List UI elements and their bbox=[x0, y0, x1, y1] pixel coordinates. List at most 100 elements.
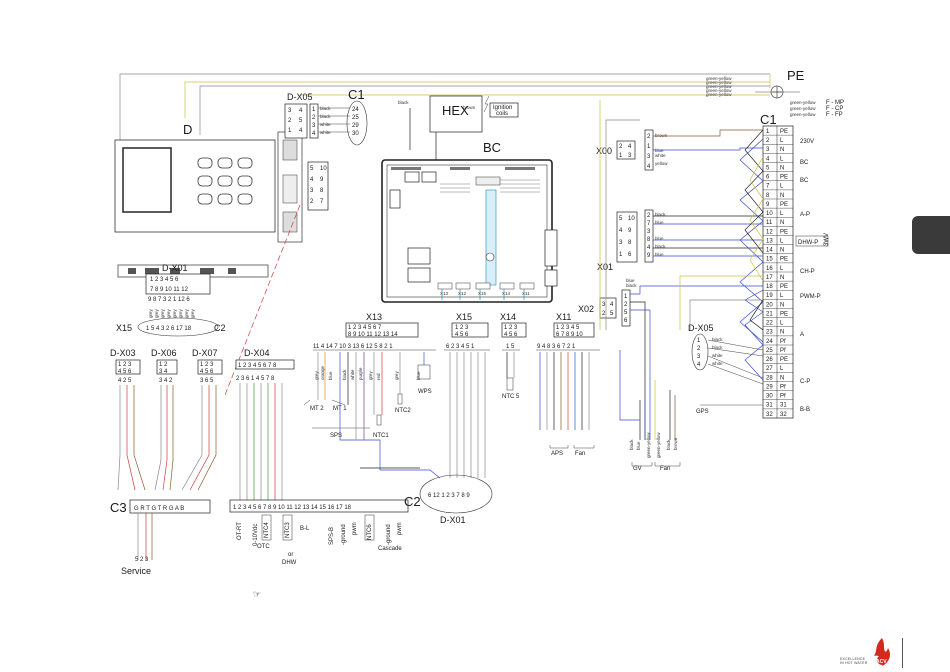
c1-pin-function: L bbox=[780, 211, 784, 217]
svg-text:CH-P: CH-P bbox=[800, 269, 815, 275]
svg-text:F - CP: F - CP bbox=[826, 106, 843, 112]
c1-pin-function: Pf bbox=[780, 384, 786, 390]
c1-pin-number: 21 bbox=[766, 311, 773, 317]
svg-text:NTC1: NTC1 bbox=[373, 433, 389, 439]
svg-text:SPS: SPS bbox=[330, 433, 342, 439]
svg-text:3: 3 bbox=[647, 229, 651, 235]
svg-text:NTC2: NTC2 bbox=[395, 408, 411, 414]
svg-text:brown: brown bbox=[655, 133, 668, 138]
svg-text:C-P: C-P bbox=[800, 379, 810, 385]
svg-text:A: A bbox=[800, 332, 804, 338]
svg-text:7: 7 bbox=[320, 199, 324, 205]
svg-text:NTC 5: NTC 5 bbox=[502, 394, 520, 400]
svg-text:4: 4 bbox=[628, 144, 632, 150]
svg-text:3: 3 bbox=[628, 153, 632, 159]
svg-text:4: 4 bbox=[299, 108, 303, 114]
svg-text:F - FP: F - FP bbox=[826, 112, 843, 118]
svg-text:5: 5 bbox=[299, 118, 303, 124]
connector-x14: X14 1 2 34 5 6 1 5 NTC 5 bbox=[500, 312, 527, 400]
svg-text:Fan: Fan bbox=[660, 466, 670, 472]
svg-text:Service: Service bbox=[121, 566, 151, 576]
svg-text:grey: grey bbox=[184, 308, 189, 318]
svg-text:SPS-B: SPS-B bbox=[329, 527, 335, 545]
svg-text:APS: APS bbox=[551, 451, 563, 457]
c1-pin-number: 26 bbox=[766, 357, 773, 363]
c1-pin-function: N bbox=[780, 193, 784, 199]
svg-text:grey: grey bbox=[314, 370, 319, 380]
svg-text:grey: grey bbox=[394, 370, 399, 380]
connector-dx06: D-X06 1 23 4 3 4 2 bbox=[151, 348, 178, 491]
svg-text:5: 5 bbox=[310, 166, 314, 172]
svg-text:grey: grey bbox=[148, 308, 153, 318]
svg-text:1 2 3 4 5 6 7 8 9 10 11 12 13: 1 2 3 4 5 6 7 8 9 10 11 12 13 14 15 16 1… bbox=[233, 505, 352, 511]
svg-text:GPS: GPS bbox=[696, 409, 709, 415]
svg-text:A-P: A-P bbox=[800, 212, 810, 218]
svg-text:X12: X12 bbox=[458, 291, 467, 296]
svg-text:3: 3 bbox=[288, 108, 292, 114]
svg-text:2: 2 bbox=[312, 115, 316, 121]
c1-pin-number: 7 bbox=[766, 184, 770, 190]
svg-text:X02: X02 bbox=[578, 304, 594, 314]
svg-text:black: black bbox=[320, 114, 331, 119]
svg-text:D: D bbox=[183, 122, 192, 137]
svg-text:white: white bbox=[712, 353, 723, 358]
svg-text:4: 4 bbox=[697, 362, 701, 368]
c1-pin-number: 28 bbox=[766, 375, 773, 381]
hand-icon: ☞ bbox=[253, 589, 261, 599]
svg-text:1 5 4 3 2 6 17 18: 1 5 4 3 2 6 17 18 bbox=[146, 326, 192, 332]
c1-pin-function: Pf bbox=[780, 348, 786, 354]
c1-pin-function: L bbox=[780, 138, 784, 144]
svg-text:230V: 230V bbox=[800, 139, 814, 145]
c1-pin-function: L bbox=[780, 366, 784, 372]
svg-text:brown: brown bbox=[673, 437, 678, 450]
side-tab bbox=[912, 216, 950, 254]
svg-text:BC: BC bbox=[800, 178, 809, 184]
c1-cross-wires bbox=[739, 129, 764, 381]
c1-pin-number: 27 bbox=[766, 366, 773, 372]
svg-text:2: 2 bbox=[647, 134, 651, 140]
svg-text:9: 9 bbox=[628, 228, 632, 234]
c1-pin-number: 13 bbox=[766, 238, 773, 244]
svg-text:3 6 5: 3 6 5 bbox=[200, 378, 214, 384]
svg-text:D-X05: D-X05 bbox=[688, 323, 714, 333]
c1-pin-function: N bbox=[780, 165, 784, 171]
c1-pin-number: 22 bbox=[766, 321, 773, 327]
c1-pin-function: N bbox=[780, 302, 784, 308]
svg-text:C1: C1 bbox=[760, 112, 777, 127]
svg-text:brown: brown bbox=[463, 105, 476, 110]
svg-text:2: 2 bbox=[624, 302, 628, 308]
c1-pin-number: 4 bbox=[766, 156, 770, 162]
svg-text:4: 4 bbox=[312, 131, 316, 137]
svg-text:2: 2 bbox=[619, 144, 623, 150]
svg-text:Cascade: Cascade bbox=[378, 546, 402, 552]
svg-text:-ground: -ground bbox=[386, 524, 392, 545]
svg-text:X01: X01 bbox=[597, 262, 613, 272]
svg-text:1: 1 bbox=[312, 107, 316, 113]
svg-text:4: 4 bbox=[647, 245, 651, 251]
c1-pin-function: PE bbox=[780, 229, 788, 235]
svg-text:green-yellow: green-yellow bbox=[790, 112, 816, 117]
c1-pin-number: 17 bbox=[766, 275, 773, 281]
svg-text:7 8 9 10 11 12: 7 8 9 10 11 12 bbox=[150, 287, 189, 293]
svg-text:6 2 3 4 5 1: 6 2 3 4 5 1 bbox=[446, 344, 475, 350]
svg-text:4 5 6: 4 5 6 bbox=[118, 369, 132, 375]
svg-text:3WV: 3WV bbox=[824, 233, 830, 246]
svg-text:white: white bbox=[320, 122, 331, 127]
svg-text:X13: X13 bbox=[440, 291, 449, 296]
connector-dx03: D-X03 1 2 34 5 6 4 2 5 bbox=[110, 348, 146, 491]
svg-text:grey: grey bbox=[160, 308, 165, 318]
c1-pin-number: 5 bbox=[766, 165, 770, 171]
c1-pin-function: Pf bbox=[780, 394, 786, 400]
c1-pin-number: 3 bbox=[766, 147, 770, 153]
svg-text:30: 30 bbox=[352, 131, 359, 137]
svg-text:D-X04: D-X04 bbox=[244, 348, 270, 358]
svg-text:blue: blue bbox=[655, 252, 664, 257]
c1-pin-number: 1 bbox=[766, 129, 770, 135]
svg-text:4: 4 bbox=[647, 164, 651, 170]
svg-text:blue: blue bbox=[416, 371, 421, 380]
connector-dx04: D-X04 1 2 3 4 5 6 7 8 2 3 6 1 4 5 7 8 bbox=[235, 348, 295, 500]
c1-pin-number: 19 bbox=[766, 293, 773, 299]
